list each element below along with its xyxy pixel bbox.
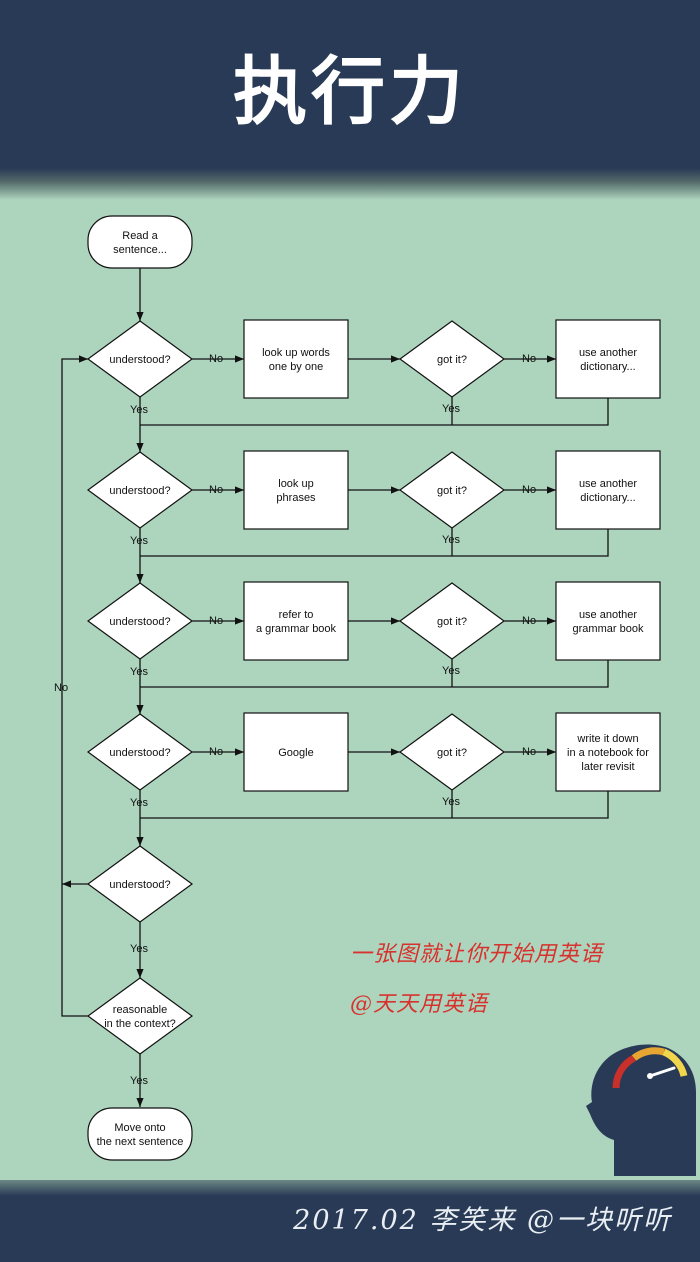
understood-decision-1 <box>86 320 194 398</box>
fallback-box-3 <box>555 581 661 661</box>
yes-label-check-1: Yes <box>442 403 460 415</box>
fallback-box-4 <box>555 712 661 792</box>
action-box-3 <box>243 581 349 661</box>
page-title: 执行力 <box>233 49 467 135</box>
fallback-box-2 <box>555 450 661 530</box>
understood-text-1: understood? <box>109 354 170 366</box>
understood-text-3: understood? <box>109 616 170 628</box>
got-it-decision-3 <box>398 582 506 660</box>
no-loop-label: No <box>54 682 68 694</box>
understood-decision-2 <box>86 451 194 529</box>
yes-label-check-3: Yes <box>442 665 460 677</box>
got-it-text-2: got it? <box>437 485 467 497</box>
merge-line-4 <box>140 791 609 819</box>
understood-text-final: understood? <box>109 879 170 891</box>
merge-line-1 <box>140 398 609 426</box>
start-node <box>87 215 193 269</box>
reasonable-decision <box>86 977 194 1055</box>
got-it-text-1: got it? <box>437 354 467 366</box>
action-box-2 <box>243 450 349 530</box>
yes-label-2: Yes <box>130 535 148 547</box>
yes-label-check-2: Yes <box>442 534 460 546</box>
yes-label-check-4: Yes <box>442 796 460 808</box>
no-label-4: No <box>209 746 223 758</box>
understood-decision-4 <box>86 713 194 791</box>
understood-decision-3 <box>86 582 194 660</box>
action-box-4 <box>243 712 349 792</box>
yes-label-3: Yes <box>130 666 148 678</box>
yes-label-final: Yes <box>130 943 148 955</box>
yes-label-reasonable: Yes <box>130 1075 148 1087</box>
understood-decision-final <box>86 845 194 923</box>
action-text-4: Google <box>278 747 313 759</box>
annotation-slogan: 一张图就让你开始用英语 <box>350 942 604 967</box>
action-box-1 <box>243 319 349 399</box>
understood-text-4: understood? <box>109 747 170 759</box>
merge-line-2 <box>140 529 609 557</box>
flow-connectors <box>61 268 609 1107</box>
got-it-decision-2 <box>398 451 506 529</box>
no-label-check-4: No <box>522 746 536 758</box>
yes-label-1: Yes <box>130 404 148 416</box>
got-it-decision-4 <box>398 713 506 791</box>
no-label-check-3: No <box>522 615 536 627</box>
no-label-2: No <box>209 484 223 496</box>
end-node <box>87 1107 193 1161</box>
got-it-text-3: got it? <box>437 616 467 628</box>
understood-text-2: understood? <box>109 485 170 497</box>
got-it-decision-1 <box>398 320 506 398</box>
no-label-1: No <box>209 353 223 365</box>
no-label-3: No <box>209 615 223 627</box>
header-banner <box>0 0 700 200</box>
merge-line-3 <box>140 660 609 688</box>
footer-credit: 2017.02 李笑来 @一块听听 <box>293 1205 672 1236</box>
no-label-check-1: No <box>522 353 536 365</box>
yes-label-4: Yes <box>130 797 148 809</box>
head-gauge-icon <box>586 1044 696 1176</box>
footer-bar <box>0 1180 700 1262</box>
got-it-text-4: got it? <box>437 747 467 759</box>
no-label-check-2: No <box>522 484 536 496</box>
no-loop-line <box>61 355 88 1017</box>
annotation-handle: @天天用英语 <box>350 992 489 1017</box>
fallback-box-1 <box>555 319 661 399</box>
flow-nodes <box>86 215 661 1161</box>
